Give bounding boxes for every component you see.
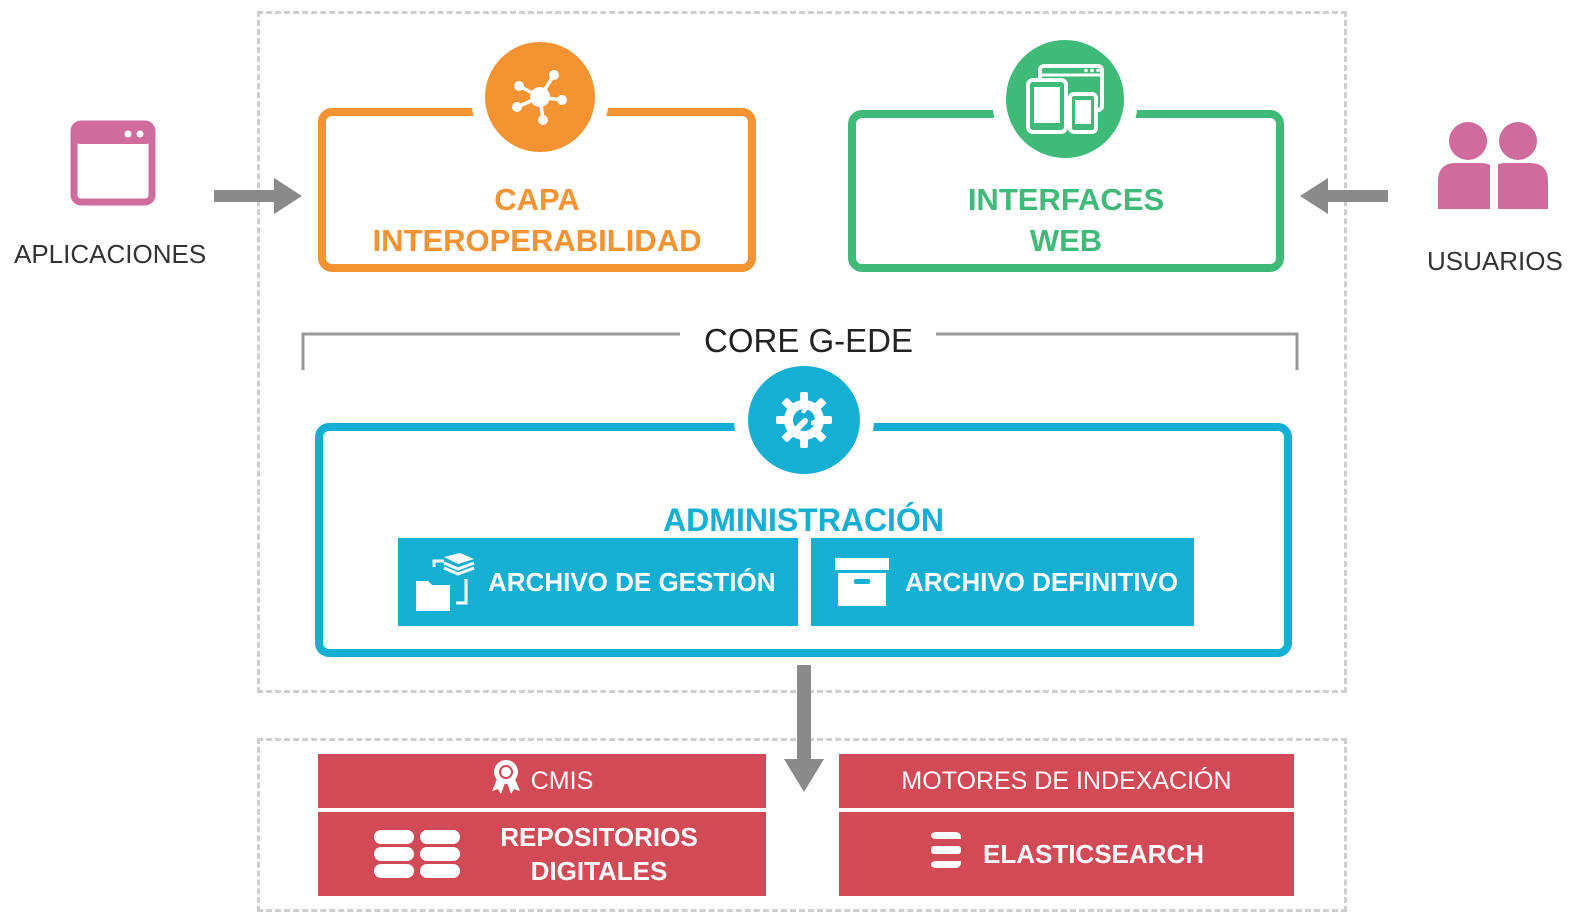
arrow-down-icon (784, 665, 824, 792)
archivo-definitivo-box: ARCHIVO DEFINITIVO (811, 538, 1194, 626)
elasticsearch-icon (930, 832, 961, 868)
users-icon (1438, 122, 1548, 209)
interoperability-layer-box: CAPA INTEROPERABILIDAD (318, 108, 756, 272)
repositorios-box: REPOSITORIOS DIGITALES (318, 812, 766, 896)
interoperability-title-line2: INTEROPERABILIDAD (372, 223, 702, 258)
folders-stack-icon (416, 553, 475, 611)
devices-icon (1006, 40, 1124, 158)
gear-wrench-icon (748, 366, 860, 474)
arrow-right-icon (214, 178, 302, 214)
web-interfaces-title-line2: WEB (1029, 223, 1103, 258)
core-label: CORE G-EDE (703, 322, 914, 359)
administration-title: ADMINISTRACIÓN (663, 502, 944, 538)
repositorios-label-line2: DIGITALES (530, 856, 668, 886)
arrow-left-icon (1300, 178, 1388, 214)
core-bracket (301, 332, 1299, 370)
aplicaciones-label: APLICACIONES (14, 239, 207, 269)
archive-box-icon (835, 558, 889, 606)
network-hub-icon (485, 42, 595, 152)
interoperability-title-line1: CAPA (494, 182, 580, 217)
archivo-definitivo-label: ARCHIVO DEFINITIVO (905, 566, 1179, 597)
cmis-label: CMIS (530, 766, 594, 795)
elasticsearch-box: ELASTICSEARCH (839, 812, 1294, 896)
usuarios-label: USUARIOS (1427, 246, 1563, 276)
indexing-label: MOTORES DE INDEXACIÓN (901, 766, 1232, 795)
web-interfaces-title-line1: INTERFACES (967, 182, 1165, 217)
cmis-bar: CMIS (318, 754, 766, 808)
archivo-gestion-label: ARCHIVO DE GESTIÓN (488, 566, 776, 597)
archivo-gestion-box: ARCHIVO DE GESTIÓN (398, 538, 798, 626)
elasticsearch-label: ELASTICSEARCH (982, 838, 1204, 869)
database-icon (374, 830, 460, 878)
repositorios-label-line1: REPOSITORIOS (500, 822, 698, 852)
indexing-bar: MOTORES DE INDEXACIÓN (839, 754, 1294, 808)
browser-window-icon (70, 120, 156, 206)
certificate-ribbon-icon (491, 760, 520, 794)
